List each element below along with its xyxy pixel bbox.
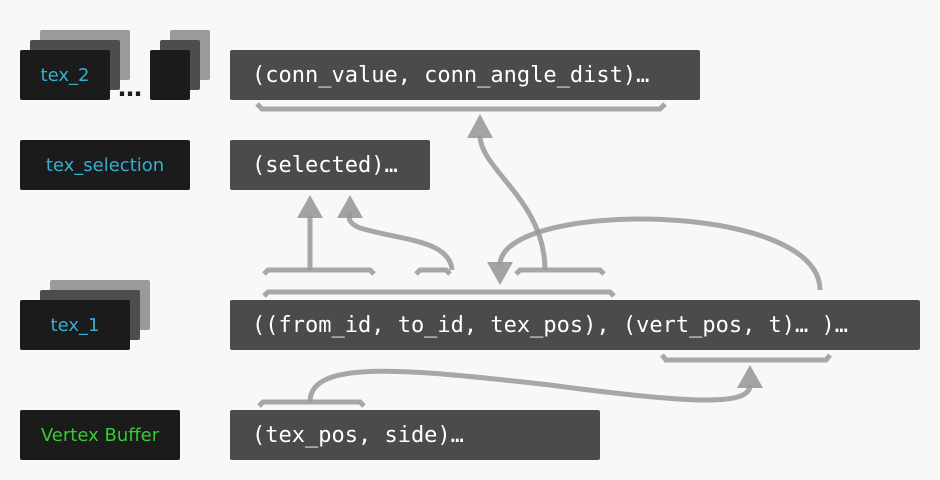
bracket	[255, 102, 667, 112]
arrow	[477, 134, 548, 271]
texture-stack-front	[150, 50, 190, 100]
tex-1-label: tex_1	[20, 300, 130, 350]
arrowhead-icon	[297, 195, 323, 218]
arrowhead-icon	[487, 262, 513, 285]
arrow	[346, 211, 455, 271]
arrow	[497, 216, 823, 291]
bracket	[414, 267, 452, 276]
tex-selection-layout: (selected)…	[230, 140, 430, 190]
tex-2-label: tex_2	[20, 50, 110, 100]
arrowhead-icon	[337, 195, 363, 218]
bracket	[262, 289, 616, 298]
tex-1-layout: ((from_id, to_id, tex_pos), (vert_pos, t…	[230, 300, 920, 350]
tex-selection-label: tex_selection	[20, 140, 190, 190]
arrow	[307, 368, 753, 403]
bracket	[660, 353, 832, 363]
vertex-buffer-label: Vertex Buffer	[20, 410, 180, 460]
ellipsis: …	[118, 74, 142, 102]
arrowhead-icon	[467, 114, 493, 138]
bracket	[514, 267, 606, 276]
bracket	[257, 399, 366, 408]
bracket	[262, 267, 376, 276]
arrowhead-icon	[737, 365, 763, 388]
vertex-buffer-layout: (tex_pos, side)…	[230, 410, 600, 460]
tex-2-layout: (conn_value, conn_angle_dist)…	[230, 50, 700, 100]
